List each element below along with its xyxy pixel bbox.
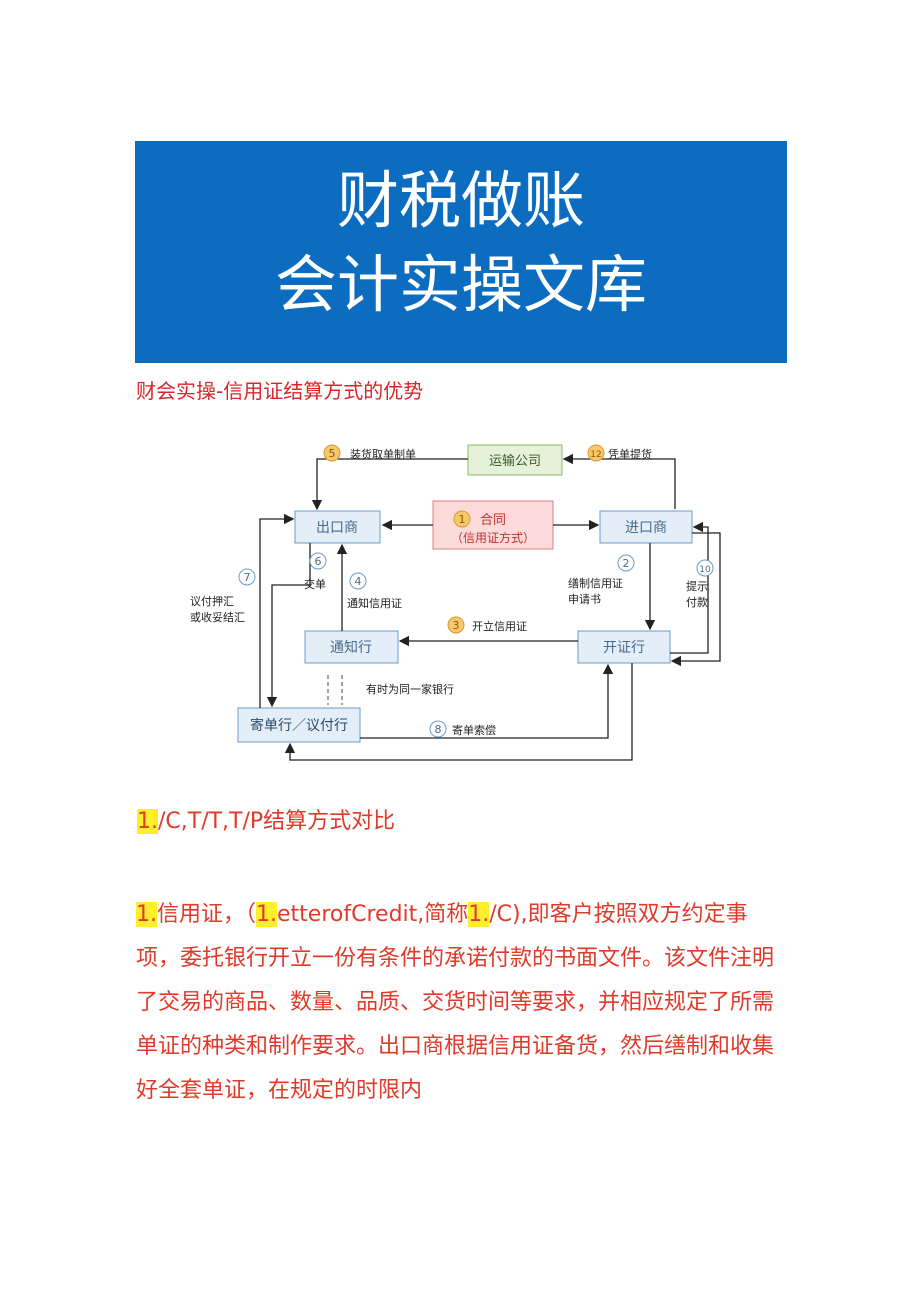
step-12-number: 12 (590, 450, 601, 460)
importer-label: 进口商 (625, 520, 667, 536)
step-3-marker (447, 616, 465, 634)
advising-bank-label: 通知行 (330, 639, 372, 656)
step-12-marker (587, 444, 605, 462)
shipping-company-label: 运输公司 (489, 453, 541, 469)
issuing-bank-box (577, 630, 671, 664)
arrow-step-8 (360, 663, 614, 739)
step-12-label: 凭单提货 (608, 447, 652, 461)
step-8-marker (429, 720, 447, 738)
para-text-3: /C),即客户按照双方约定事项，委托银行开立一份有条件的承诺付款的书面文件。该文… (136, 902, 775, 1103)
title-banner: 财税做账 会计实操文库 (135, 141, 787, 363)
shipping-company-box (467, 444, 563, 476)
step-10-marker (696, 559, 714, 577)
section-heading: 1./C,T/T,T/P结算方式对比 (137, 803, 395, 835)
step-2-marker (617, 554, 635, 572)
step-10-label-line1: 提示 (686, 580, 708, 593)
step-8-label: 寄单索偿 (452, 723, 496, 737)
step-4-label: 通知信用证 (347, 596, 402, 610)
step-10-number: 10 (699, 565, 711, 575)
step-6-number: 6 (315, 555, 322, 568)
letter-of-credit-flow-diagram: 出口商 运输公司 1 合同 （信用证方式） 进口商 通知行 开证行 寄单行／议付… (190, 444, 721, 761)
issuing-bank-label: 开证行 (603, 640, 645, 656)
article-subtitle: 财会实操-信用证结算方式的优势 (136, 379, 424, 403)
step-2-label-line1: 缮制信用证 (568, 576, 623, 590)
step-2-number: 2 (623, 557, 630, 570)
arrow-step-5 (311, 458, 468, 511)
arrow-reimbursement (284, 663, 633, 761)
same-bank-note: 有时为同一家银行 (366, 682, 454, 696)
arrow-step-10 (670, 521, 709, 654)
step-7-marker (238, 568, 256, 586)
negotiating-bank-label: 寄单行／议付行 (250, 717, 348, 734)
step-3-number: 3 (453, 619, 460, 632)
negotiating-bank-box (237, 707, 361, 743)
para-highlight-2: 1. (256, 902, 278, 927)
contract-sub-label: （信用证方式） (451, 530, 535, 545)
step-4-marker (349, 572, 367, 590)
step-8-number: 8 (435, 723, 442, 736)
step-10-label-line2: 付款 (686, 595, 708, 609)
step-6-label: 交单 (304, 577, 326, 591)
step-1-marker (453, 510, 471, 528)
heading-highlight: 1. (137, 809, 158, 834)
step-7-number: 7 (244, 571, 251, 584)
banner-title-line1: 财税做账 (336, 164, 585, 237)
exporter-box (294, 510, 381, 544)
heading-text: /C,T/T,T/P结算方式对比 (158, 809, 396, 834)
advising-bank-box (304, 630, 399, 664)
body-paragraph: 1.信用证，（1.etterofCredit,简称1./C),即客户按照双方约定… (136, 893, 790, 1113)
arrow-step-7 (259, 513, 295, 708)
step-1-number: 1 (459, 513, 466, 526)
step-5-number: 5 (329, 447, 336, 460)
para-text-1: 信用证，（ (157, 902, 257, 927)
importer-box (599, 510, 693, 544)
para-highlight-3: 1. (468, 902, 490, 927)
step-7-label-line2: 或收妥结汇 (190, 610, 245, 624)
exporter-label: 出口商 (316, 520, 358, 536)
arrow-importer-loop (670, 532, 721, 667)
step-4-number: 4 (355, 575, 362, 588)
step-3-label: 开立信用证 (472, 619, 527, 633)
step-2-label-line2: 申请书 (568, 593, 601, 606)
step-5-marker (323, 444, 341, 462)
step-5-label: 装货取单制单 (350, 447, 416, 461)
para-text-2: etterofCredit,简称 (277, 902, 469, 927)
arrow-step-12 (562, 453, 676, 509)
step-6-marker (309, 552, 327, 570)
banner-title-line2: 会计实操文库 (274, 248, 647, 321)
step-7-label-line1: 议付押汇 (190, 594, 234, 608)
arrow-step-6 (266, 543, 311, 708)
contract-label: 合同 (480, 513, 506, 528)
contract-box (432, 500, 554, 550)
para-highlight-1: 1. (136, 902, 157, 927)
